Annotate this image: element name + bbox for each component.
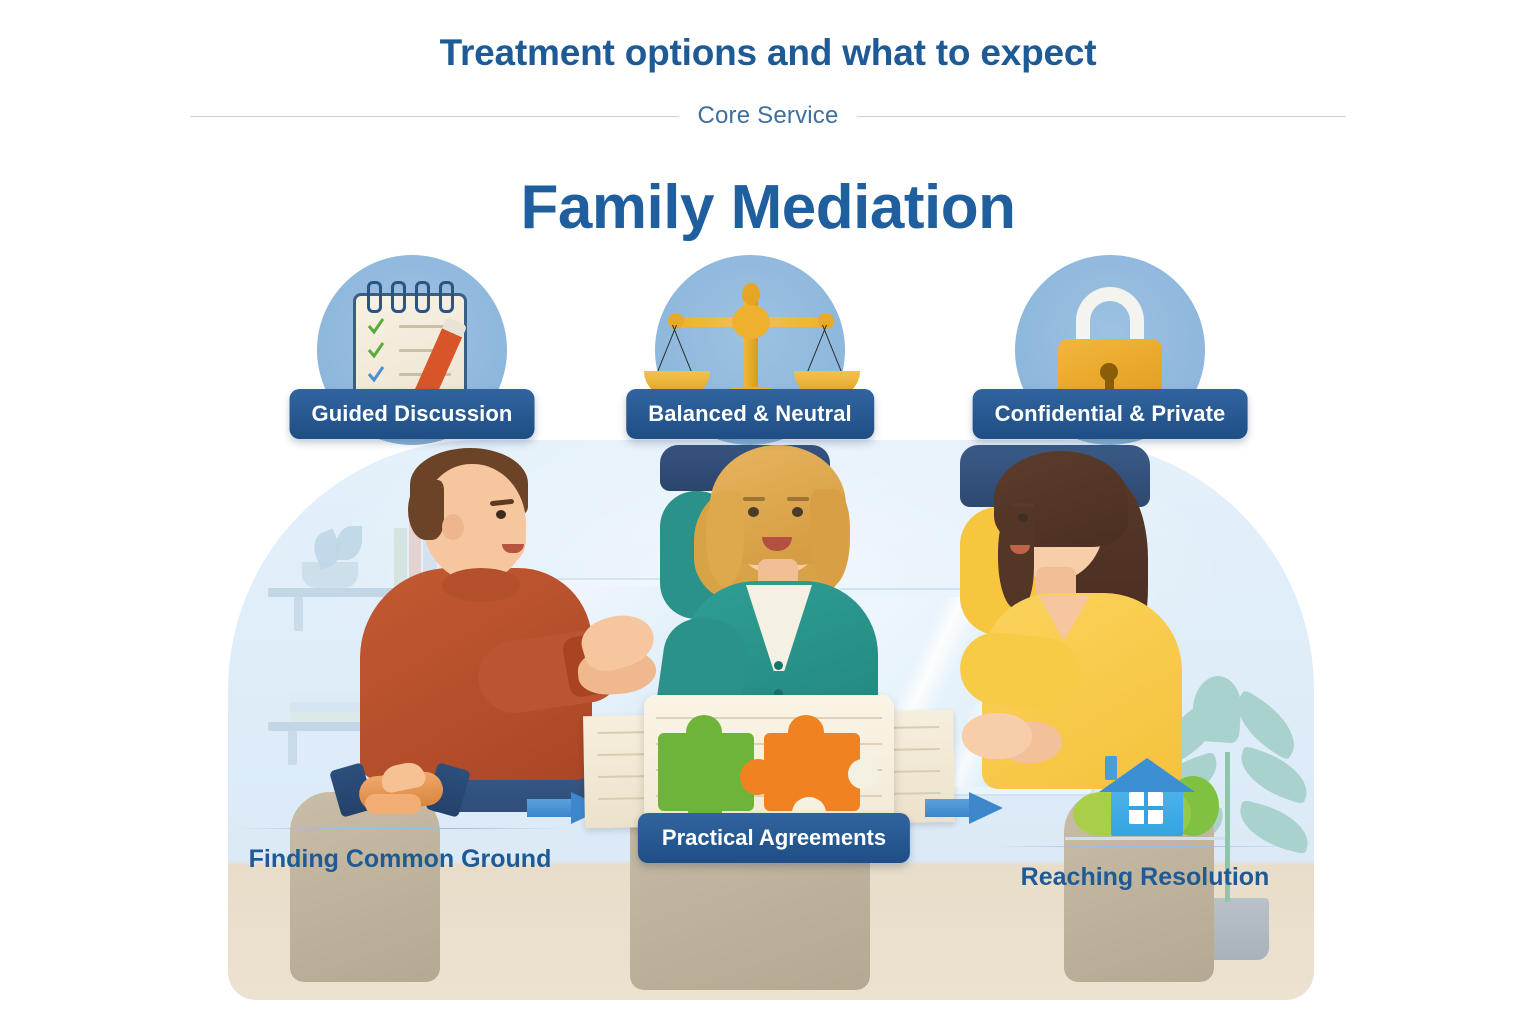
notepad-ring-2 — [391, 281, 406, 313]
page-header: Treatment options and what to expect Cor… — [0, 0, 1536, 150]
house-window-mullion-horizontal — [1129, 806, 1163, 810]
scales-hub — [732, 305, 770, 339]
arrow-shaft-2 — [925, 799, 975, 817]
scales-string-right-b — [807, 324, 827, 372]
main-heading: Family Mediation — [520, 173, 1016, 242]
checkmark-icon-1 — [367, 318, 385, 335]
subtitle-label: Core Service — [697, 102, 839, 129]
shelf-lower — [268, 722, 418, 731]
shelf-upper — [268, 588, 498, 597]
plant-stem — [1225, 752, 1230, 902]
puzzle-orange-knob-top — [788, 715, 824, 749]
flow-badge-practical-agreements[interactable]: Practical Agreements — [637, 813, 911, 863]
scales-string-left-a — [672, 324, 692, 372]
man-hair-side — [408, 480, 444, 540]
puzzle-orange-notch-right — [848, 759, 878, 789]
notepad-ring-1 — [367, 281, 382, 313]
mediator-eye-left — [748, 507, 759, 517]
man-jaw — [480, 512, 526, 566]
feature-badge-1[interactable]: Guided Discussion — [289, 389, 535, 439]
armchair-left — [290, 792, 440, 982]
mediator-hair-right — [810, 489, 850, 587]
flow-arrow-2 — [925, 792, 1003, 824]
divider-left — [190, 115, 680, 117]
handshake-fingers — [365, 794, 421, 814]
paper-front-line-1 — [656, 717, 882, 719]
arrow-head-2 — [969, 792, 1003, 824]
person-participant-right — [956, 445, 1220, 805]
book-1 — [394, 528, 407, 588]
feature-badge-2[interactable]: Balanced & Neutral — [626, 389, 874, 439]
scales-tip-right — [818, 313, 834, 329]
woman-hair-side — [998, 505, 1034, 609]
shelf-brace-upper — [294, 597, 303, 631]
flow-step-finding-common-ground[interactable]: Finding Common Ground — [190, 759, 610, 874]
handshake-icon — [329, 759, 471, 822]
man-eye — [496, 510, 506, 519]
notepad-line-2 — [399, 349, 451, 352]
flow-underline-3 — [995, 846, 1295, 847]
book-stack-3 — [290, 712, 364, 722]
mediator-button-1 — [774, 661, 783, 670]
flow-step-reaching-resolution[interactable]: Reaching Resolution — [940, 756, 1350, 892]
divider-right — [856, 115, 1346, 117]
book-stack-1 — [290, 692, 364, 702]
mediator-brow-right — [787, 497, 809, 501]
scales-knob — [742, 283, 760, 305]
house-roof — [1099, 758, 1195, 792]
page-title: Treatment options and what to expect — [439, 32, 1097, 73]
subtitle-row: Core Service — [190, 99, 1346, 133]
shelf-plant-pot — [302, 562, 358, 588]
book-2 — [409, 522, 421, 588]
puzzle-orange-knob-left — [740, 759, 776, 795]
notepad-line-1 — [399, 325, 451, 328]
checkmark-icon-3 — [367, 366, 385, 383]
woman-eye — [1018, 513, 1028, 522]
shelf-brace-lower — [288, 731, 297, 765]
man-collar — [442, 568, 520, 602]
process-flow: Finding Common Ground — [0, 695, 1536, 960]
mediator-mouth — [762, 537, 792, 551]
scales-tip-left — [668, 313, 684, 329]
woman-mouth — [1010, 545, 1030, 554]
mediator-hair-left — [706, 491, 744, 587]
book-stack-2 — [290, 702, 364, 712]
man-mouth — [502, 544, 524, 553]
man-ear — [442, 514, 464, 540]
puzzle-pieces-document-icon: Practical Agreements — [583, 695, 955, 863]
mediator-brow-left — [743, 497, 765, 501]
house-ground-line — [1065, 837, 1225, 840]
notepad-ring-3 — [415, 281, 430, 313]
checkmark-icon-2 — [367, 342, 385, 359]
woman-hand-left — [962, 713, 1032, 759]
puzzle-green-knob-top — [686, 715, 722, 749]
house-icon — [1065, 756, 1225, 840]
mediator-eye-right — [792, 507, 803, 517]
flow-label-1: Finding Common Ground — [248, 845, 552, 873]
flow-label-3: Reaching Resolution — [1020, 863, 1270, 891]
feature-badge-3[interactable]: Confidential & Private — [972, 389, 1248, 439]
padlock-keyslot — [1105, 375, 1114, 397]
flow-underline-1 — [235, 828, 565, 829]
mediator-button-2 — [774, 689, 783, 698]
arrow-shaft-1 — [527, 799, 577, 817]
notepad-ring-4 — [439, 281, 454, 313]
